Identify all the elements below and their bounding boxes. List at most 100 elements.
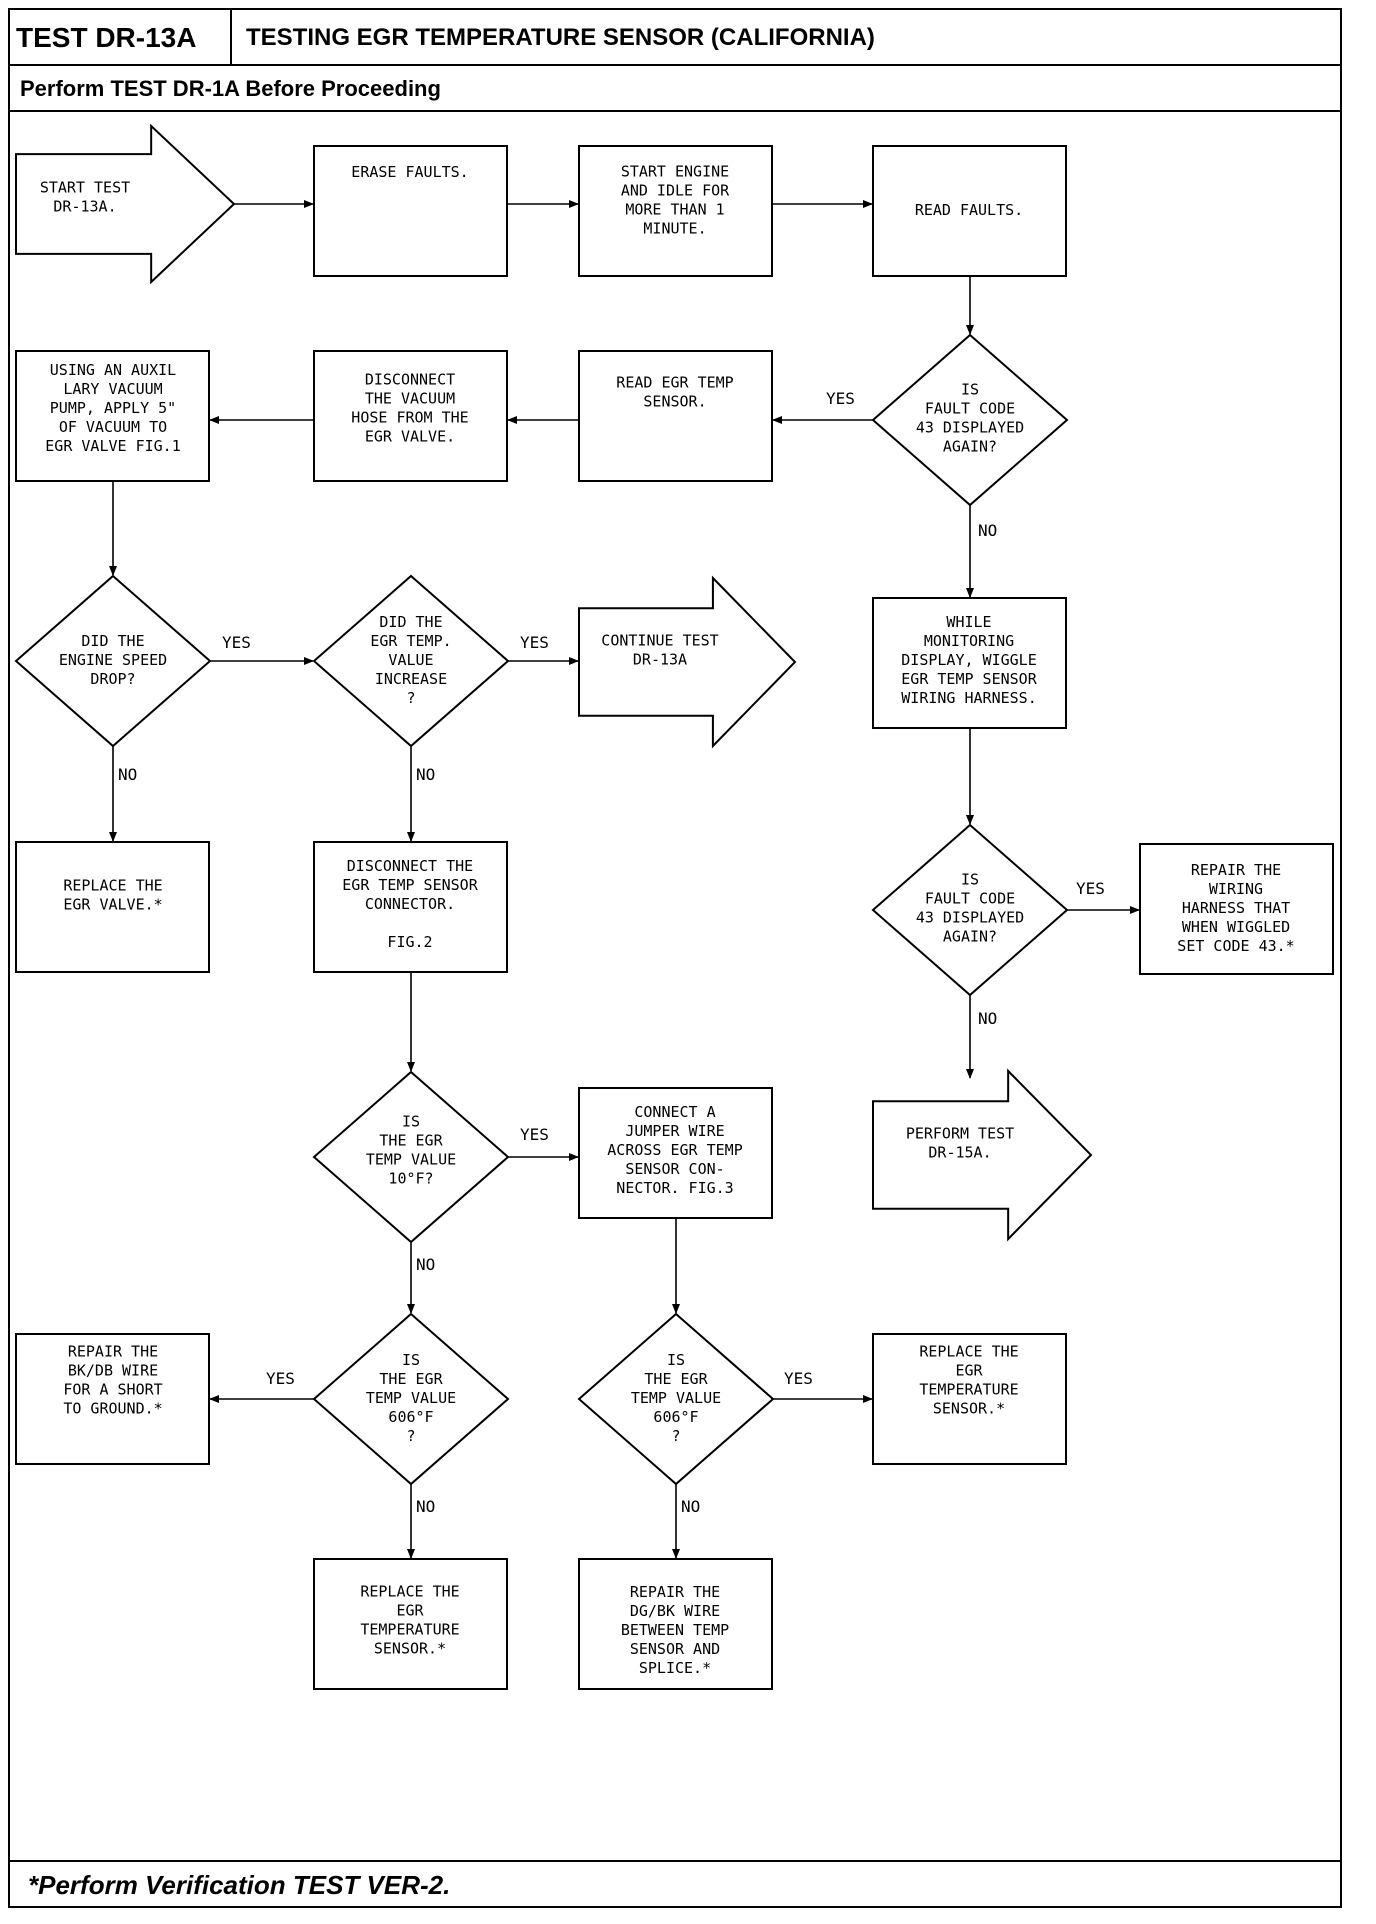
edge-label-yes: YES: [266, 1369, 295, 1388]
node-text-line: DID THE: [81, 632, 144, 650]
flowchart-edges: [109, 200, 1140, 1559]
node-text-line: FAULT CODE: [925, 400, 1015, 418]
node-text-line: SENSOR.: [643, 393, 706, 411]
node-text-line: AGAIN?: [943, 438, 997, 456]
node-text-line: ACROSS EGR TEMP: [607, 1141, 742, 1159]
node-text-line: IS: [402, 1351, 420, 1369]
node-text-line: DR-15A.: [928, 1144, 991, 1162]
node-text-line: TEMP VALUE: [366, 1151, 456, 1169]
node-text-line: NECTOR. FIG.3: [616, 1179, 733, 1197]
node-text-line: READ EGR TEMP: [616, 374, 733, 392]
node-text-line: USING AN AUXIL: [50, 361, 176, 379]
node-text-line: DID THE: [379, 613, 442, 631]
node-text-line: PUMP, APPLY 5": [50, 399, 176, 417]
node-text-line: REPLACE THE: [919, 1343, 1018, 1361]
node-text-line: FIG.2: [387, 933, 432, 951]
node-text-line: REPAIR THE: [630, 1583, 720, 1601]
node-text-line: IS: [961, 381, 979, 399]
node-text-line: WHILE: [946, 613, 991, 631]
node-text-line: THE VACUUM: [365, 390, 455, 408]
node-erase: ERASE FAULTS.: [313, 145, 508, 277]
node-text-line: START TEST: [40, 179, 130, 197]
edge-label-no: NO: [416, 1497, 435, 1516]
node-text-line: EGR: [396, 1602, 424, 1620]
node-text-line: EGR TEMP SENSOR: [901, 670, 1037, 688]
node-text-line: 606°F: [653, 1408, 698, 1426]
node-text-line: MINUTE.: [643, 220, 706, 238]
node-text-line: HOSE FROM THE: [351, 409, 468, 427]
node-text-line: DR-13A: [633, 651, 687, 669]
node-text-line: THE EGR: [379, 1132, 443, 1150]
node-text-line: TEMP VALUE: [366, 1389, 456, 1407]
node-text-line: ?: [671, 1427, 680, 1445]
node-text-line: DROP?: [90, 670, 135, 688]
node-text-line: DG/BK WIRE: [630, 1602, 720, 1620]
node-text-line: FOR A SHORT: [63, 1381, 162, 1399]
node-text-line: REPLACE THE: [63, 877, 162, 895]
node-text-line: ?: [406, 1427, 415, 1445]
node-text-line: 43 DISPLAYED: [916, 909, 1024, 927]
node-read-faults: READ FAULTS.: [872, 145, 1067, 277]
node-text-line: REPAIR THE: [68, 1343, 158, 1361]
edge-label-yes: YES: [520, 1125, 549, 1144]
node-text-line: LARY VACUUM: [63, 380, 162, 398]
edge-label-no: NO: [681, 1497, 700, 1516]
node-text-line: TEMPERATURE: [360, 1621, 459, 1639]
node-text-line: CONNECTOR.: [365, 895, 455, 913]
node-text-line: READ FAULTS.: [915, 201, 1023, 219]
node-text-line: BK/DB WIRE: [68, 1362, 158, 1380]
node-text-line: SENSOR CON-: [625, 1160, 724, 1178]
node-text-line: 43 DISPLAYED: [916, 419, 1024, 437]
node-text-line: SET CODE 43.*: [1177, 937, 1294, 955]
footnote: *Perform Verification TEST VER-2.: [28, 1870, 451, 1900]
node-text-line: THE EGR: [644, 1370, 708, 1388]
node-text-line: WIRING: [1209, 880, 1263, 898]
node-text-line: TEMPERATURE: [919, 1381, 1018, 1399]
node-text-line: DISCONNECT: [365, 371, 455, 389]
node-text-line: 606°F: [388, 1408, 433, 1426]
node-text-line: JUMPER WIRE: [625, 1122, 724, 1140]
edge-label-yes: YES: [1076, 879, 1105, 898]
node-text-line: BETWEEN TEMP: [621, 1621, 729, 1639]
node-text-line: REPAIR THE: [1191, 861, 1281, 879]
node-text-line: AGAIN?: [943, 928, 997, 946]
node-text-line: DISPLAY, WIGGLE: [901, 651, 1036, 669]
node-text-line: ?: [406, 689, 415, 707]
edge-label-no: NO: [416, 765, 435, 784]
node-text-line: OF VACUUM TO: [59, 418, 167, 436]
node-text-line: DR-13A.: [53, 198, 116, 216]
node-text-line: CONNECT A: [634, 1103, 715, 1121]
page-title: TESTING EGR TEMPERATURE SENSOR (CALIFORN…: [246, 24, 875, 51]
footer-row: *Perform Verification TEST VER-2.: [10, 1860, 1340, 1906]
node-text-line: INCREASE: [375, 670, 447, 688]
node-text-line: WHEN WIGGLED: [1182, 918, 1290, 936]
node-text-line: MONITORING: [924, 632, 1014, 650]
node-text-line: EGR TEMP SENSOR: [342, 876, 478, 894]
node-text-line: EGR VALVE.: [365, 428, 455, 446]
edge-label-yes: YES: [520, 633, 549, 652]
node-text-line: TO GROUND.*: [63, 1400, 162, 1418]
node-text-line: EGR VALVE FIG.1: [45, 437, 180, 455]
prerequisite-row: Perform TEST DR-1A Before Proceeding: [10, 66, 1340, 112]
node-text-line: EGR TEMP.: [370, 632, 451, 650]
node-text-line: SPLICE.*: [639, 1659, 711, 1677]
node-text-line: PERFORM TEST: [906, 1125, 1014, 1143]
